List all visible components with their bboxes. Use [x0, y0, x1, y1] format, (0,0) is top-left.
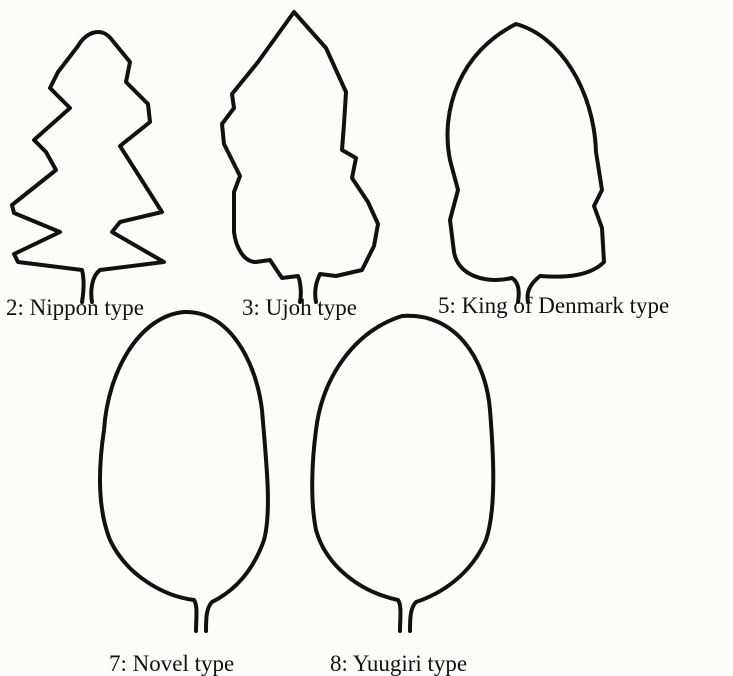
caption-ujoh: 3: Ujoh type [242, 296, 357, 319]
caption-king-of-denmark: 5: King of Denmark type [438, 294, 669, 317]
caption-novel: 7: Novel type [109, 652, 234, 675]
caption-yuugiri: 8: Yuugiri type [330, 652, 467, 675]
caption-nippon: 2: Nippon type [6, 296, 144, 319]
